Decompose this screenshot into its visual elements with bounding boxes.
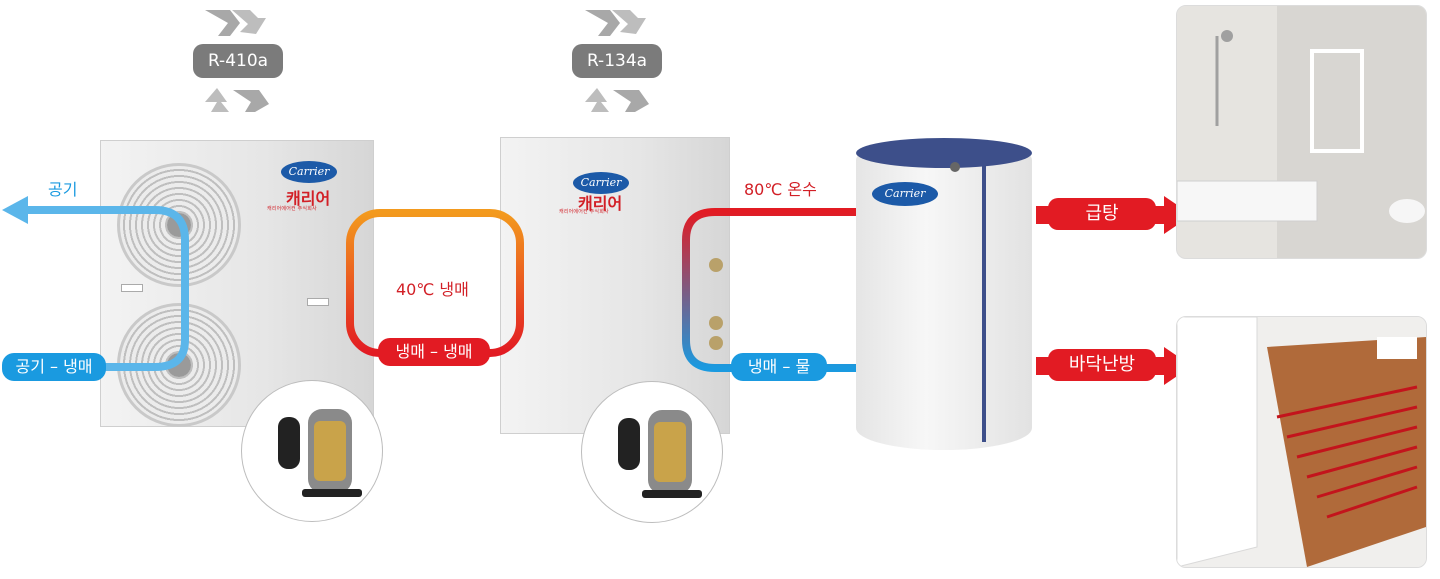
recycle-bottom-icon-2 [585,88,649,112]
recycle-top-icon-2 [585,10,646,36]
recycle-top-icon-1 [205,10,266,36]
bathroom-photo [1176,5,1427,259]
compressor-circle-1 [241,380,383,522]
hot-water-supply-badge: 급탕 [1048,198,1156,230]
tank-carrier-logo: Carrier [872,182,938,206]
refrigerant-r134a-badge: R-134a [572,44,662,78]
air-loop [20,206,189,371]
indoor-valve-1 [709,258,723,272]
indoor-unit: Carrier 캐리어 캐리어에어컨 주식회사 [500,137,730,434]
hot-water-80-label: 80℃ 온수 [744,180,817,199]
indoor-carrier-logo: Carrier [573,172,629,194]
indoor-tagline: 캐리어에어컨 주식회사 [559,209,609,215]
outdoor-tagline: 캐리어에어컨 주식회사 [267,206,317,212]
tank-stripe [982,152,986,442]
compressor-icon [278,409,362,497]
floor-heating-badge: 바닥난방 [1048,349,1156,381]
indoor-valve-3 [709,336,723,350]
compressor-icon [618,410,702,498]
outdoor-handle-2 [307,298,329,306]
recycle-bottom-icon-1 [205,88,269,112]
refrigerant-refrigerant-badge: 냉매 – 냉매 [378,338,490,366]
air-arrow-icon [2,196,28,224]
compressor-circle-2 [581,381,723,523]
floor-heating-photo [1176,316,1427,568]
hot-water-tank: Carrier [856,138,1032,450]
indoor-valve-2 [709,316,723,330]
outdoor-fan-top-icon [117,163,241,287]
outdoor-carrier-logo: Carrier [281,161,337,183]
refrigerant-40-label: 40℃ 냉매 [396,280,469,299]
tank-top-cap [856,138,1032,168]
outdoor-brand-kr: 캐리어 [286,189,331,208]
water-loop [682,208,860,372]
tank-gauge [950,162,960,172]
air-refrigerant-badge: 공기 – 냉매 [2,353,106,381]
outdoor-handle [121,284,143,292]
refrigerant-water-badge: 냉매 – 물 [731,353,827,381]
air-label: 공기 [48,180,78,199]
refrigerant-r410a-badge: R-410a [193,44,283,78]
indoor-brand-kr: 캐리어 [578,194,623,213]
